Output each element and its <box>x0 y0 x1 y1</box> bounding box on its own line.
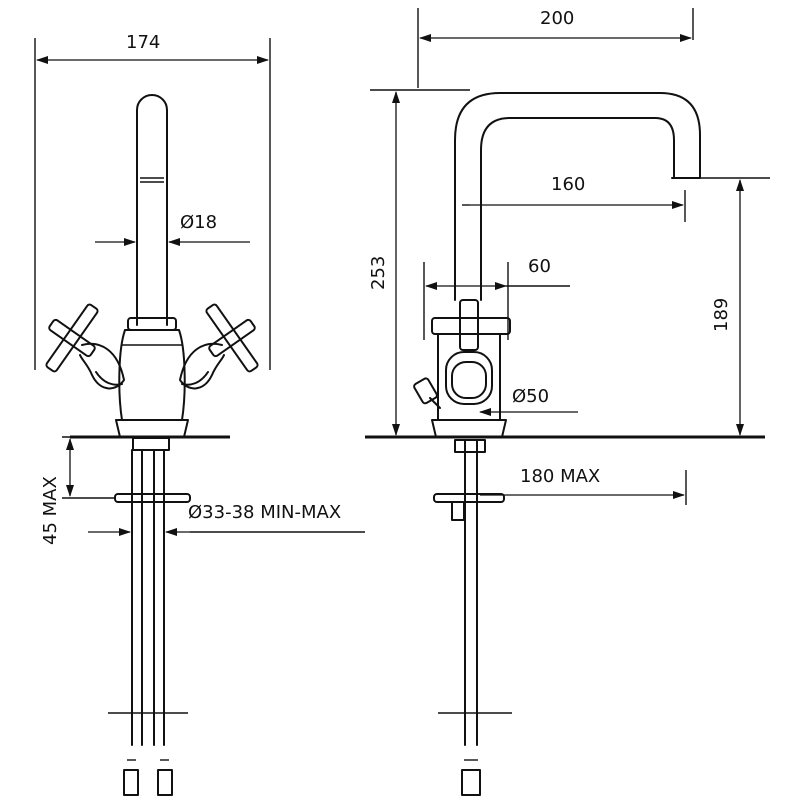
max-thickness-label: 180 MAX <box>520 466 600 487</box>
reach-label: 200 <box>540 8 574 29</box>
hole-diameter-label: Ø33-38 MIN-MAX <box>188 502 341 523</box>
outlet-reach-label: 160 <box>551 174 585 195</box>
width-label: 174 <box>126 32 160 53</box>
height-label: 253 <box>368 256 389 290</box>
front-view <box>34 38 365 796</box>
spout-diameter-label: Ø18 <box>180 212 217 233</box>
side-view <box>365 8 770 796</box>
deck-thickness-label: 45 MAX <box>40 476 61 545</box>
base-diameter-label: Ø50 <box>512 386 549 407</box>
outlet-height-label: 189 <box>711 298 732 332</box>
handle-width-label: 60 <box>528 256 551 277</box>
